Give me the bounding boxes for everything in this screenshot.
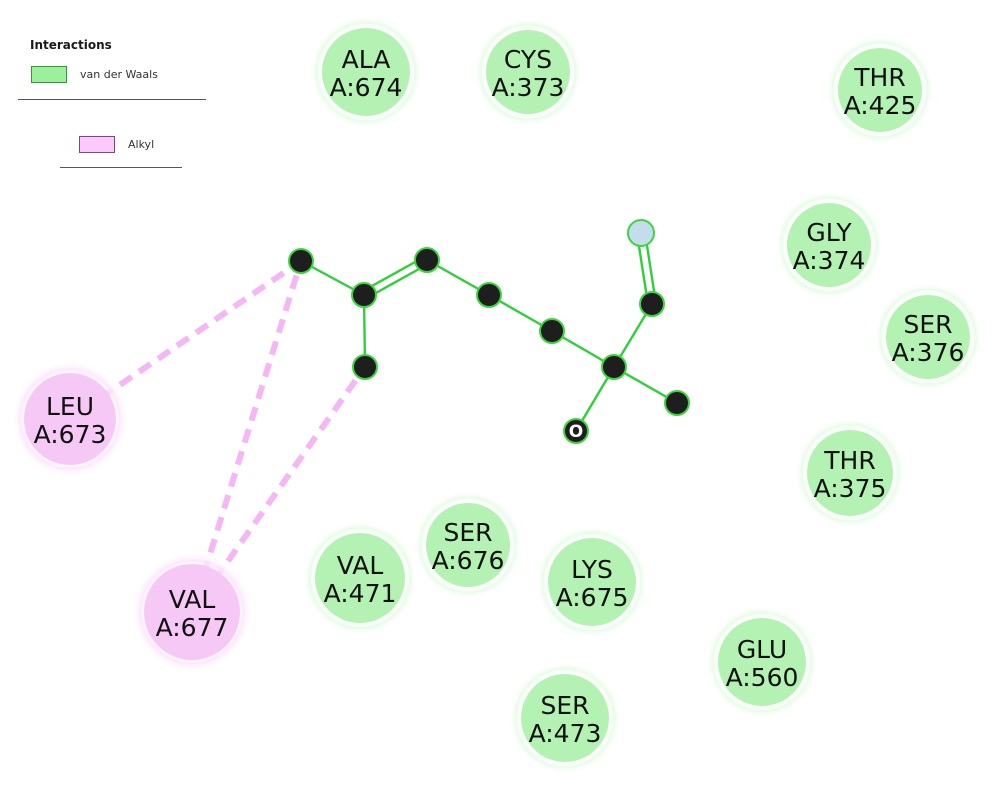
- residue-name: SER: [540, 691, 589, 720]
- ligand-bonds: [300, 232, 678, 432]
- legend-label-alkyl: Alkyl: [128, 138, 155, 151]
- carbon-atom: [539, 318, 565, 344]
- carbon-atom: [351, 282, 377, 308]
- residue-name: GLU: [737, 635, 787, 664]
- legend-divider: [60, 167, 182, 168]
- interaction-lines: [99, 258, 368, 582]
- alkyl-interaction-line: [200, 260, 304, 576]
- residue-name: THR: [823, 446, 875, 475]
- residue-id: A:473: [529, 719, 602, 748]
- legend-label-van-der-waals: van der Waals: [80, 68, 158, 81]
- residue-disc: [838, 48, 922, 132]
- residue-disc: [787, 203, 871, 287]
- carbon-atom: [476, 282, 502, 308]
- carbon-atom: [352, 354, 378, 380]
- legend-swatch-alkyl: [79, 136, 115, 153]
- atom-label: O: [569, 422, 583, 442]
- residue-name: ALA: [342, 45, 391, 74]
- legend: Interactions van der Waals Alkyl: [0, 0, 220, 180]
- carbon-atom: [288, 248, 314, 274]
- residue-disc: [521, 674, 609, 762]
- residue-id: A:673: [34, 420, 107, 449]
- residue-disc: [24, 373, 116, 465]
- ligand-atoms: O: [288, 219, 690, 444]
- residue-disc: [807, 430, 893, 516]
- residue-disc: [886, 295, 970, 379]
- residue-disc: [322, 28, 410, 116]
- residue-id: A:373: [492, 73, 565, 102]
- residue-disc: [315, 533, 405, 623]
- residue-name: GLY: [806, 218, 852, 247]
- alkyl-interaction-line: [99, 258, 303, 401]
- nitrogen-atom: [627, 219, 655, 247]
- residue-id: A:374: [793, 246, 866, 275]
- residue-id: A:471: [324, 579, 397, 608]
- residue-name: LYS: [571, 555, 613, 584]
- residue-id: A:375: [814, 474, 887, 503]
- residue-name: CYS: [504, 45, 552, 74]
- residue-id: A:675: [556, 583, 629, 612]
- residue-id: A:674: [330, 73, 403, 102]
- residue-disc: [486, 30, 570, 114]
- carbon-atom: [639, 291, 665, 317]
- residue-disc: [718, 618, 806, 706]
- residue-id: A:676: [432, 546, 505, 575]
- residue-id: A:425: [844, 91, 917, 120]
- residue-name: VAL: [169, 585, 216, 614]
- oxygen-atom: [563, 418, 589, 444]
- legend-title: Interactions: [30, 38, 112, 52]
- carbon-atom: [664, 390, 690, 416]
- residue-name: LEU: [46, 392, 94, 421]
- residue-name: THR: [853, 63, 905, 92]
- alkyl-interaction-line: [212, 365, 368, 582]
- residue-name: VAL: [337, 551, 384, 580]
- residue-name: SER: [443, 518, 492, 547]
- residue-disc: [426, 503, 510, 587]
- residue-name: SER: [903, 310, 952, 339]
- residue-id: A:560: [726, 663, 799, 692]
- legend-swatch-van-der-waals: [31, 66, 67, 83]
- carbon-atom: [414, 247, 440, 273]
- residue-disc: [144, 564, 240, 660]
- legend-divider: [18, 99, 206, 100]
- residue-disc: [548, 538, 636, 626]
- carbon-atom: [601, 354, 627, 380]
- residue-id: A:677: [156, 613, 229, 642]
- residue-id: A:376: [892, 338, 965, 367]
